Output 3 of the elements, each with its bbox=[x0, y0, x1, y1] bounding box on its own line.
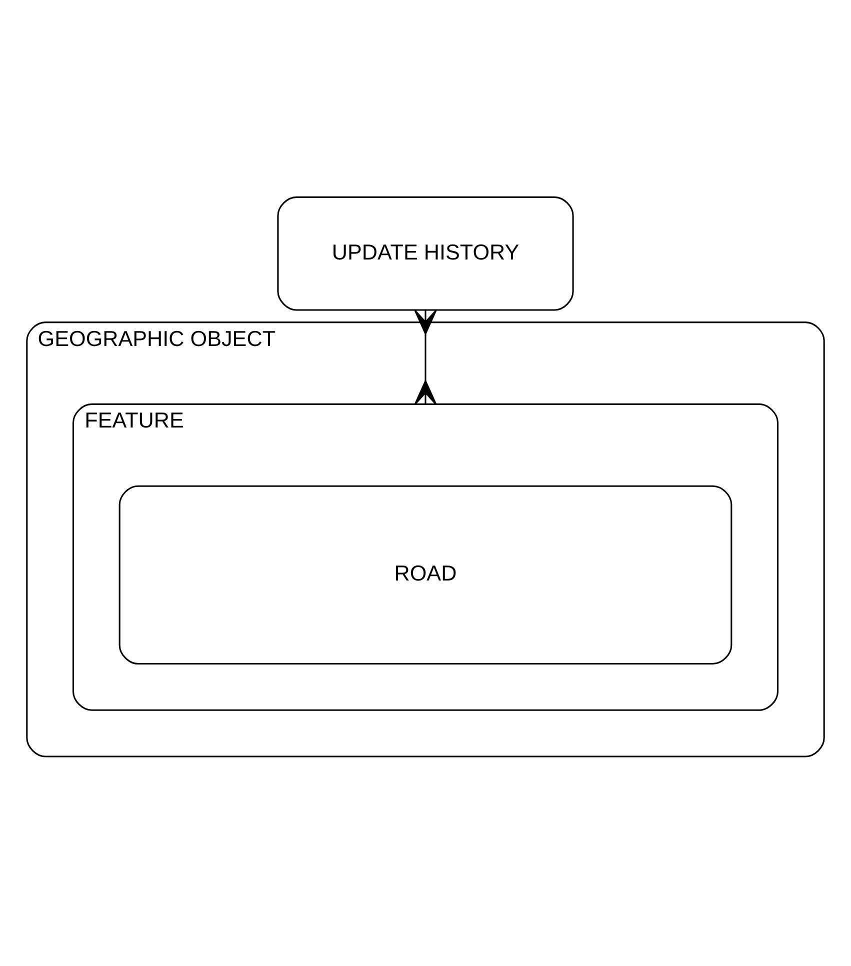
connector bbox=[414, 310, 437, 405]
node-box: UPDATE HISTORY bbox=[277, 196, 574, 311]
node-box: ROAD bbox=[118, 485, 732, 665]
